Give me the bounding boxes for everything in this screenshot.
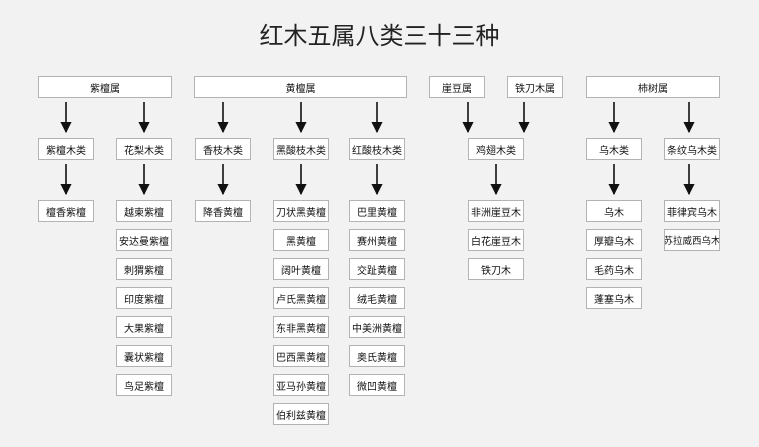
- species-box: 亚马孙黄檀: [273, 374, 329, 396]
- genus-tiedaomu: 铁刀木属: [507, 76, 563, 98]
- genus-shishu: 柿树属: [586, 76, 720, 98]
- class-hongsuanzhimu: 红酸枝木类: [349, 138, 405, 160]
- species-box: 白花崖豆木: [468, 229, 524, 251]
- species-box: 降香黄檀: [195, 200, 251, 222]
- species-box: 大果紫檀: [116, 316, 172, 338]
- species-box: 鸟足紫檀: [116, 374, 172, 396]
- species-box: 伯利兹黄檀: [273, 403, 329, 425]
- species-box: 厚瓣乌木: [586, 229, 642, 251]
- species-box: 蓬塞乌木: [586, 287, 642, 309]
- species-box: 卢氏黑黄檀: [273, 287, 329, 309]
- species-box: 苏拉威西乌木: [664, 229, 720, 251]
- species-box: 阔叶黄檀: [273, 258, 329, 280]
- species-box: 巴西黑黄檀: [273, 345, 329, 367]
- class-xiangzhimu: 香枝木类: [195, 138, 251, 160]
- species-box: 绒毛黄檀: [349, 287, 405, 309]
- species-box: 赛州黄檀: [349, 229, 405, 251]
- species-box: 檀香紫檀: [38, 200, 94, 222]
- diagram-title: 红木五属八类三十三种: [259, 22, 500, 50]
- genus-huangtan: 黄檀属: [194, 76, 407, 98]
- genus-yadou: 崖豆属: [429, 76, 485, 98]
- species-box: 奥氏黄檀: [349, 345, 405, 367]
- species-box: 越柬紫檀: [116, 200, 172, 222]
- species-box: 毛药乌木: [586, 258, 642, 280]
- class-tiaowenwumu: 条纹乌木类: [664, 138, 720, 160]
- species-box: 乌木: [586, 200, 642, 222]
- species-box: 微凹黄檀: [349, 374, 405, 396]
- species-box: 中美洲黄檀: [349, 316, 405, 338]
- species-box: 刺猬紫檀: [116, 258, 172, 280]
- genus-zitan: 紫檀属: [38, 76, 172, 98]
- class-jichimu: 鸡翅木类: [468, 138, 524, 160]
- species-box: 刀状黑黄檀: [273, 200, 329, 222]
- class-heisuanzhimu: 黑酸枝木类: [273, 138, 329, 160]
- class-hualimu: 花梨木类: [116, 138, 172, 160]
- species-box: 囊状紫檀: [116, 345, 172, 367]
- class-zitanmu: 紫檀木类: [38, 138, 94, 160]
- species-box: 铁刀木: [468, 258, 524, 280]
- species-box: 黑黄檀: [273, 229, 329, 251]
- species-box: 东非黑黄檀: [273, 316, 329, 338]
- species-box: 印度紫檀: [116, 287, 172, 309]
- species-box: 巴里黄檀: [349, 200, 405, 222]
- species-box: 菲律宾乌木: [664, 200, 720, 222]
- species-box: 非洲崖豆木: [468, 200, 524, 222]
- species-box: 交趾黄檀: [349, 258, 405, 280]
- species-box: 安达曼紫檀: [116, 229, 172, 251]
- class-wumu: 乌木类: [586, 138, 642, 160]
